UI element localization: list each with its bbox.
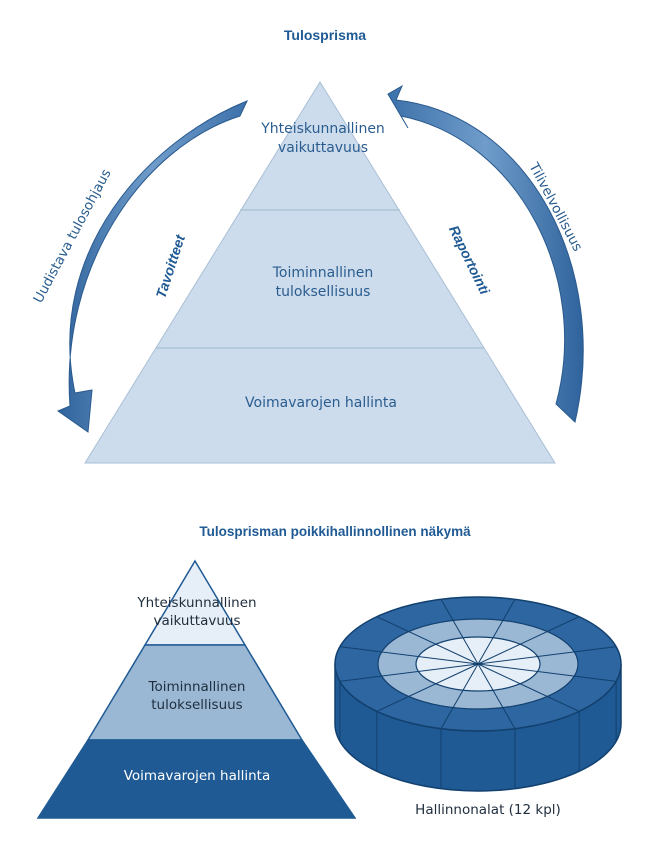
main-title: Tulosprisma bbox=[284, 27, 366, 43]
disc-segment-spoke bbox=[477, 663, 580, 712]
left-arrow-shape bbox=[56, 100, 248, 433]
top-level-1-line1: Yhteiskunnallinen bbox=[260, 121, 385, 137]
disc-segment-spoke bbox=[339, 663, 479, 682]
disc-segment-spoke bbox=[477, 663, 617, 682]
bottom-level-2-line1: Toiminnallinen bbox=[148, 679, 246, 695]
administrative-sectors-disc bbox=[334, 596, 622, 792]
disc-segment-spoke bbox=[339, 646, 479, 665]
bottom-level-1-line1: Yhteiskunnallinen bbox=[136, 595, 256, 611]
disc-segment-spoke bbox=[477, 616, 580, 665]
right-arrow-shape bbox=[387, 84, 584, 423]
bottom-level-3-line1: Voimavarojen hallinta bbox=[124, 768, 271, 784]
disc-segment-spoke bbox=[440, 599, 479, 665]
left-side-label-tavoitteet: Tavoitteet bbox=[152, 232, 188, 301]
bottom-level-3-band bbox=[36, 739, 357, 819]
disc-segment-spoke bbox=[477, 646, 617, 665]
bottom-level-2-line2: tuloksellisuus bbox=[151, 697, 242, 713]
disc-segment-spoke bbox=[376, 663, 479, 712]
top-level-1-line2: vaikuttavuus bbox=[278, 140, 368, 156]
disc-segment-spoke bbox=[376, 616, 479, 665]
top-level-2-line2: tuloksellisuus bbox=[276, 284, 371, 300]
top-pyramid-shape bbox=[84, 81, 556, 464]
disc-segment-spoke bbox=[477, 663, 516, 729]
disc-segment-spoke bbox=[440, 663, 479, 729]
bottom-pyramid: Yhteiskunnallinen vaikuttavuus Toiminnal… bbox=[36, 559, 357, 819]
bottom-level-1-line2: vaikuttavuus bbox=[154, 613, 241, 629]
disc-segment-spoke bbox=[477, 599, 516, 665]
secondary-title: Tulosprisman poikkihallinnollinen näkymä bbox=[199, 524, 471, 539]
right-side-label-raportointi: Raportointi bbox=[446, 223, 494, 298]
disc-caption: Hallinnonalat (12 kpl) bbox=[415, 802, 561, 818]
disc-segment-spokes bbox=[339, 599, 617, 729]
top-level-3-line1: Voimavarojen hallinta bbox=[245, 395, 397, 411]
top-level-2-line1: Toiminnallinen bbox=[272, 265, 374, 281]
